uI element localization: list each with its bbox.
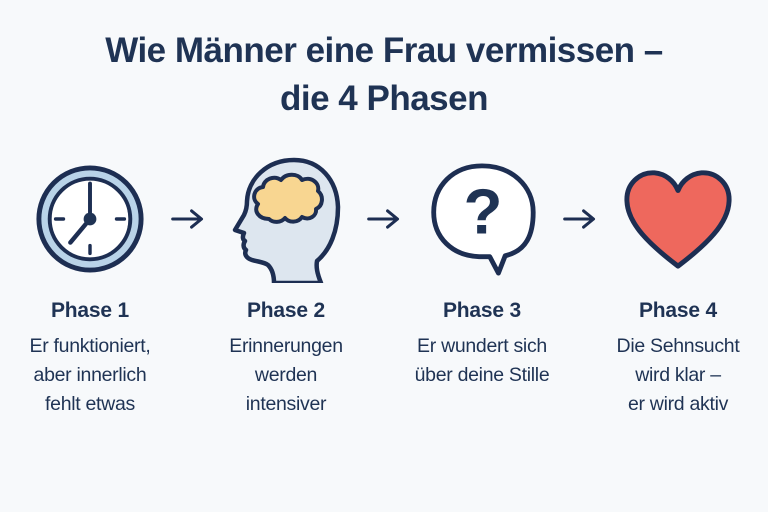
phase-1-label: Phase 1 [51, 299, 129, 322]
phase-1-column: Phase 1 Er funktioniert, aber innerlich … [10, 153, 170, 419]
question-bubble-icon: ? [425, 153, 539, 285]
page-title: Wie Männer eine Frau vermissen – die 4 P… [105, 31, 663, 118]
question-mark-glyph: ? [463, 175, 502, 247]
head-brain-icon [231, 153, 341, 285]
clock-icon-svg [36, 165, 144, 273]
phase-2-description: Erinnerungen werden intensiver [229, 335, 343, 415]
phase-4-description: Die Sehnsucht wird klar – er wird aktiv [616, 335, 740, 415]
arrow-right-icon [562, 153, 598, 285]
phase-3-description: Er wundert sich über deine Stille [414, 335, 550, 386]
phase-2-column: Phase 2 Erinnerungen werden intensiver [206, 153, 366, 419]
phase-4-label: Phase 4 [639, 299, 717, 322]
phase-4-column: Phase 4 Die Sehnsucht wird klar – er wir… [598, 153, 758, 419]
phase-3-column: ? Phase 3 Er wundert sich über deine Sti… [402, 153, 562, 390]
phase-3-label: Phase 3 [443, 299, 521, 322]
arrow-right-icon [366, 153, 402, 285]
head-brain-icon-svg [232, 157, 341, 283]
heart-icon [615, 153, 741, 285]
phase-2-label: Phase 2 [247, 299, 325, 322]
heart-icon-svg [624, 170, 732, 269]
question-bubble-icon-svg: ? [431, 163, 536, 276]
phase-1-description: Er funktioniert, aber innerlich fehlt et… [29, 335, 151, 415]
arrow-right-icon [170, 153, 206, 285]
clock-icon [33, 153, 147, 285]
phase-flow: Phase 1 Er funktioniert, aber innerlich … [0, 153, 768, 419]
